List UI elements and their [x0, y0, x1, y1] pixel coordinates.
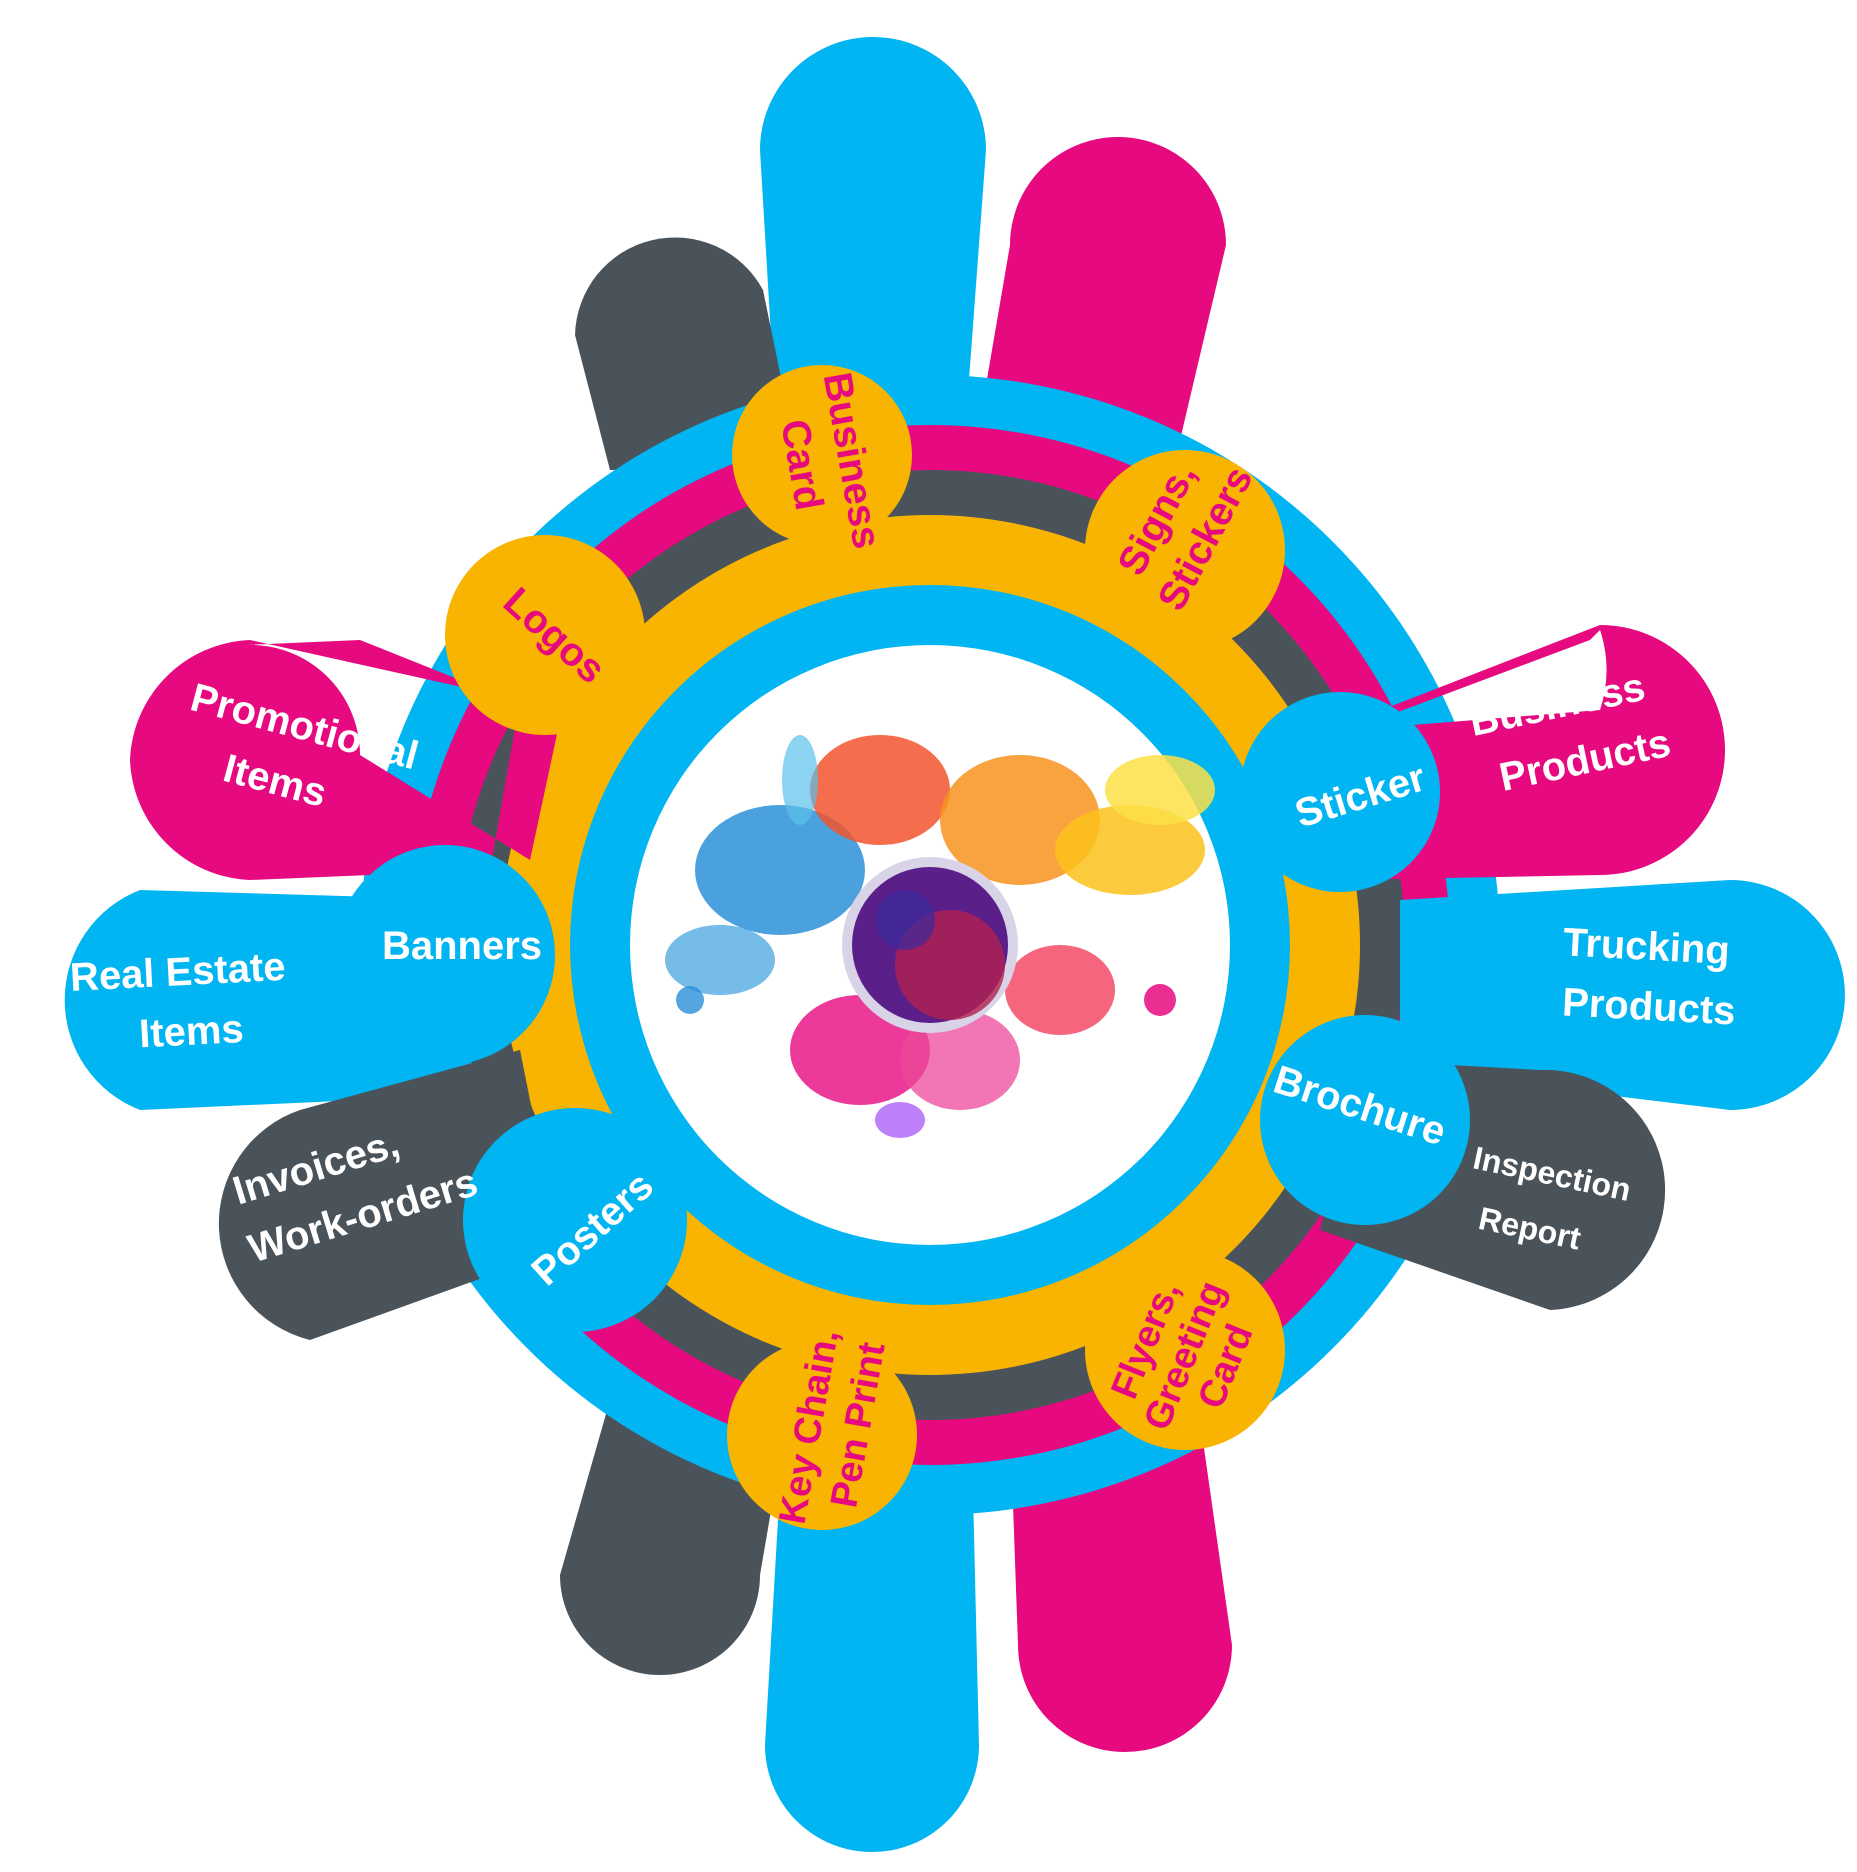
petal-key-chain[interactable] [727, 1340, 917, 1530]
abstract-color-splash-icon [665, 735, 1215, 1138]
label-banners: Banners [382, 924, 542, 968]
spoke-bottom-blue [765, 1450, 979, 1852]
petal-logos[interactable] [445, 535, 645, 735]
label-trucking-products: Trucking Products [1559, 920, 1742, 1033]
petal-business-card[interactable] [732, 365, 912, 545]
petal-posters[interactable] [463, 1108, 687, 1332]
spokes [560, 37, 1232, 1852]
petal-signs-stickers[interactable] [1085, 450, 1285, 650]
center-disc [630, 645, 1230, 1245]
spoke-top-right-pink [980, 137, 1226, 440]
yellow-petals [445, 365, 1285, 1530]
petal-flyers[interactable] [1085, 1250, 1285, 1450]
petal-trucking-products[interactable] [1400, 880, 1845, 1110]
petal-promotional-items[interactable] [130, 640, 560, 880]
spoke-top-blue [760, 37, 986, 420]
petal-banners[interactable] [335, 845, 555, 1065]
petal-brochure[interactable] [1260, 1015, 1470, 1225]
spoke-bottom-right-pink [1010, 1420, 1232, 1752]
petal-sticker[interactable] [1240, 692, 1440, 892]
